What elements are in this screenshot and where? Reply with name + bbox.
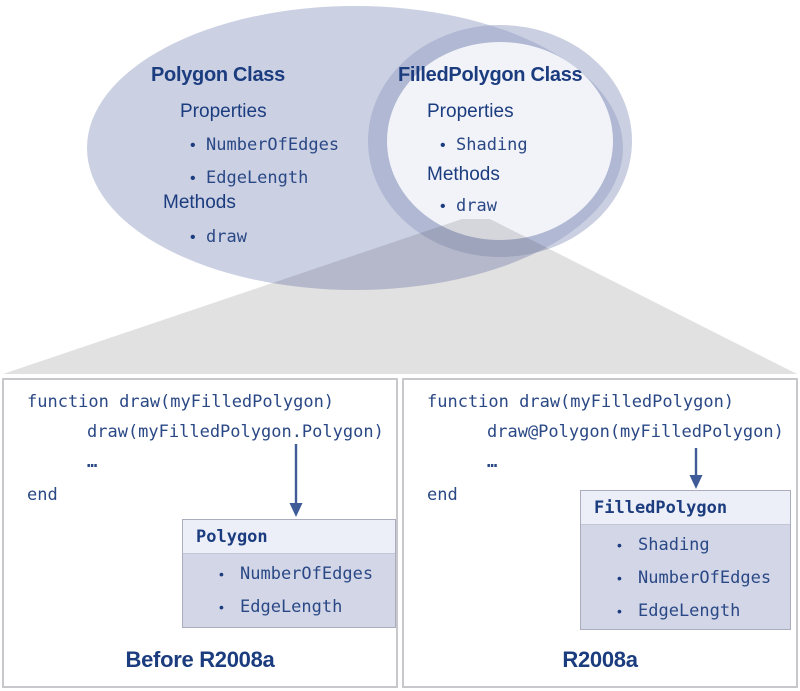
member-name: EdgeLength [638,601,741,621]
code-line: function draw(myFilledPolygon) [427,392,735,412]
bullet-icon: • [617,603,622,619]
down-arrow-icon [289,444,303,517]
member-item: • EdgeLength [183,591,395,624]
filledpolygon-class-title: FilledPolygon Class [398,64,583,86]
panel-before-r2008a: function draw(myFilledPolygon) draw(myFi… [2,378,398,688]
filledpolygon-properties-label: Properties [427,101,514,122]
bullet-icon: • [219,566,224,582]
member-box-body: • NumberOfEdges • EdgeLength [183,554,395,624]
polygon-class-title: Polygon Class [151,64,285,86]
bullet-icon: • [617,570,622,586]
code-line: … [87,452,98,472]
property-name: NumberOfEdges [206,135,340,155]
bullet-icon: • [190,229,196,246]
panel-caption: R2008a [562,647,638,672]
funnel-shape [3,219,797,374]
member-item: • EdgeLength [581,595,790,628]
polygon-method-item: • draw [190,227,247,247]
code-line: end [27,485,58,505]
filledpolygon-method-item: • draw [440,196,497,216]
property-name: EdgeLength [206,168,309,188]
method-name: draw [456,196,497,216]
member-box-title: Polygon [183,520,395,554]
polygon-property-item: • NumberOfEdges [190,135,339,155]
bullet-icon: • [219,599,224,615]
member-name: NumberOfEdges [240,564,374,584]
property-name: Shading [456,135,528,155]
code-line: … [487,452,498,472]
member-item: • NumberOfEdges [581,562,790,595]
filledpolygon-methods-label: Methods [427,164,500,185]
polygon-methods-label: Methods [163,192,236,213]
code-line: function draw(myFilledPolygon) [27,392,335,412]
bullet-icon: • [440,198,446,215]
member-box-polygon: Polygon • NumberOfEdges • EdgeLength [182,519,396,628]
member-box-title: FilledPolygon [581,491,790,525]
member-item: • NumberOfEdges [183,558,395,591]
member-name: EdgeLength [240,597,343,617]
code-line: draw@Polygon(myFilledPolygon) [487,422,784,442]
polygon-property-item: • EdgeLength [190,168,308,188]
filledpolygon-property-item: • Shading [440,135,528,155]
polygon-class-ellipse [87,6,623,290]
bullet-icon: • [190,137,196,154]
bullet-icon: • [617,537,622,553]
panel-r2008a: function draw(myFilledPolygon) draw@Poly… [402,378,798,688]
down-arrow-icon [689,448,703,489]
method-name: draw [206,227,247,247]
polygon-properties-label: Properties [180,101,267,122]
member-name: NumberOfEdges [638,568,772,588]
code-line: draw(myFilledPolygon.Polygon) [87,422,384,442]
bullet-icon: • [190,170,196,187]
member-name: Shading [638,535,710,555]
member-box-filledpolygon: FilledPolygon • Shading • NumberOfEdges … [580,490,791,630]
bullet-icon: • [440,137,446,154]
member-item: • Shading [581,529,790,562]
panel-caption: Before R2008a [125,647,275,672]
code-line: end [427,485,458,505]
member-box-body: • Shading • NumberOfEdges • EdgeLength [581,525,790,628]
